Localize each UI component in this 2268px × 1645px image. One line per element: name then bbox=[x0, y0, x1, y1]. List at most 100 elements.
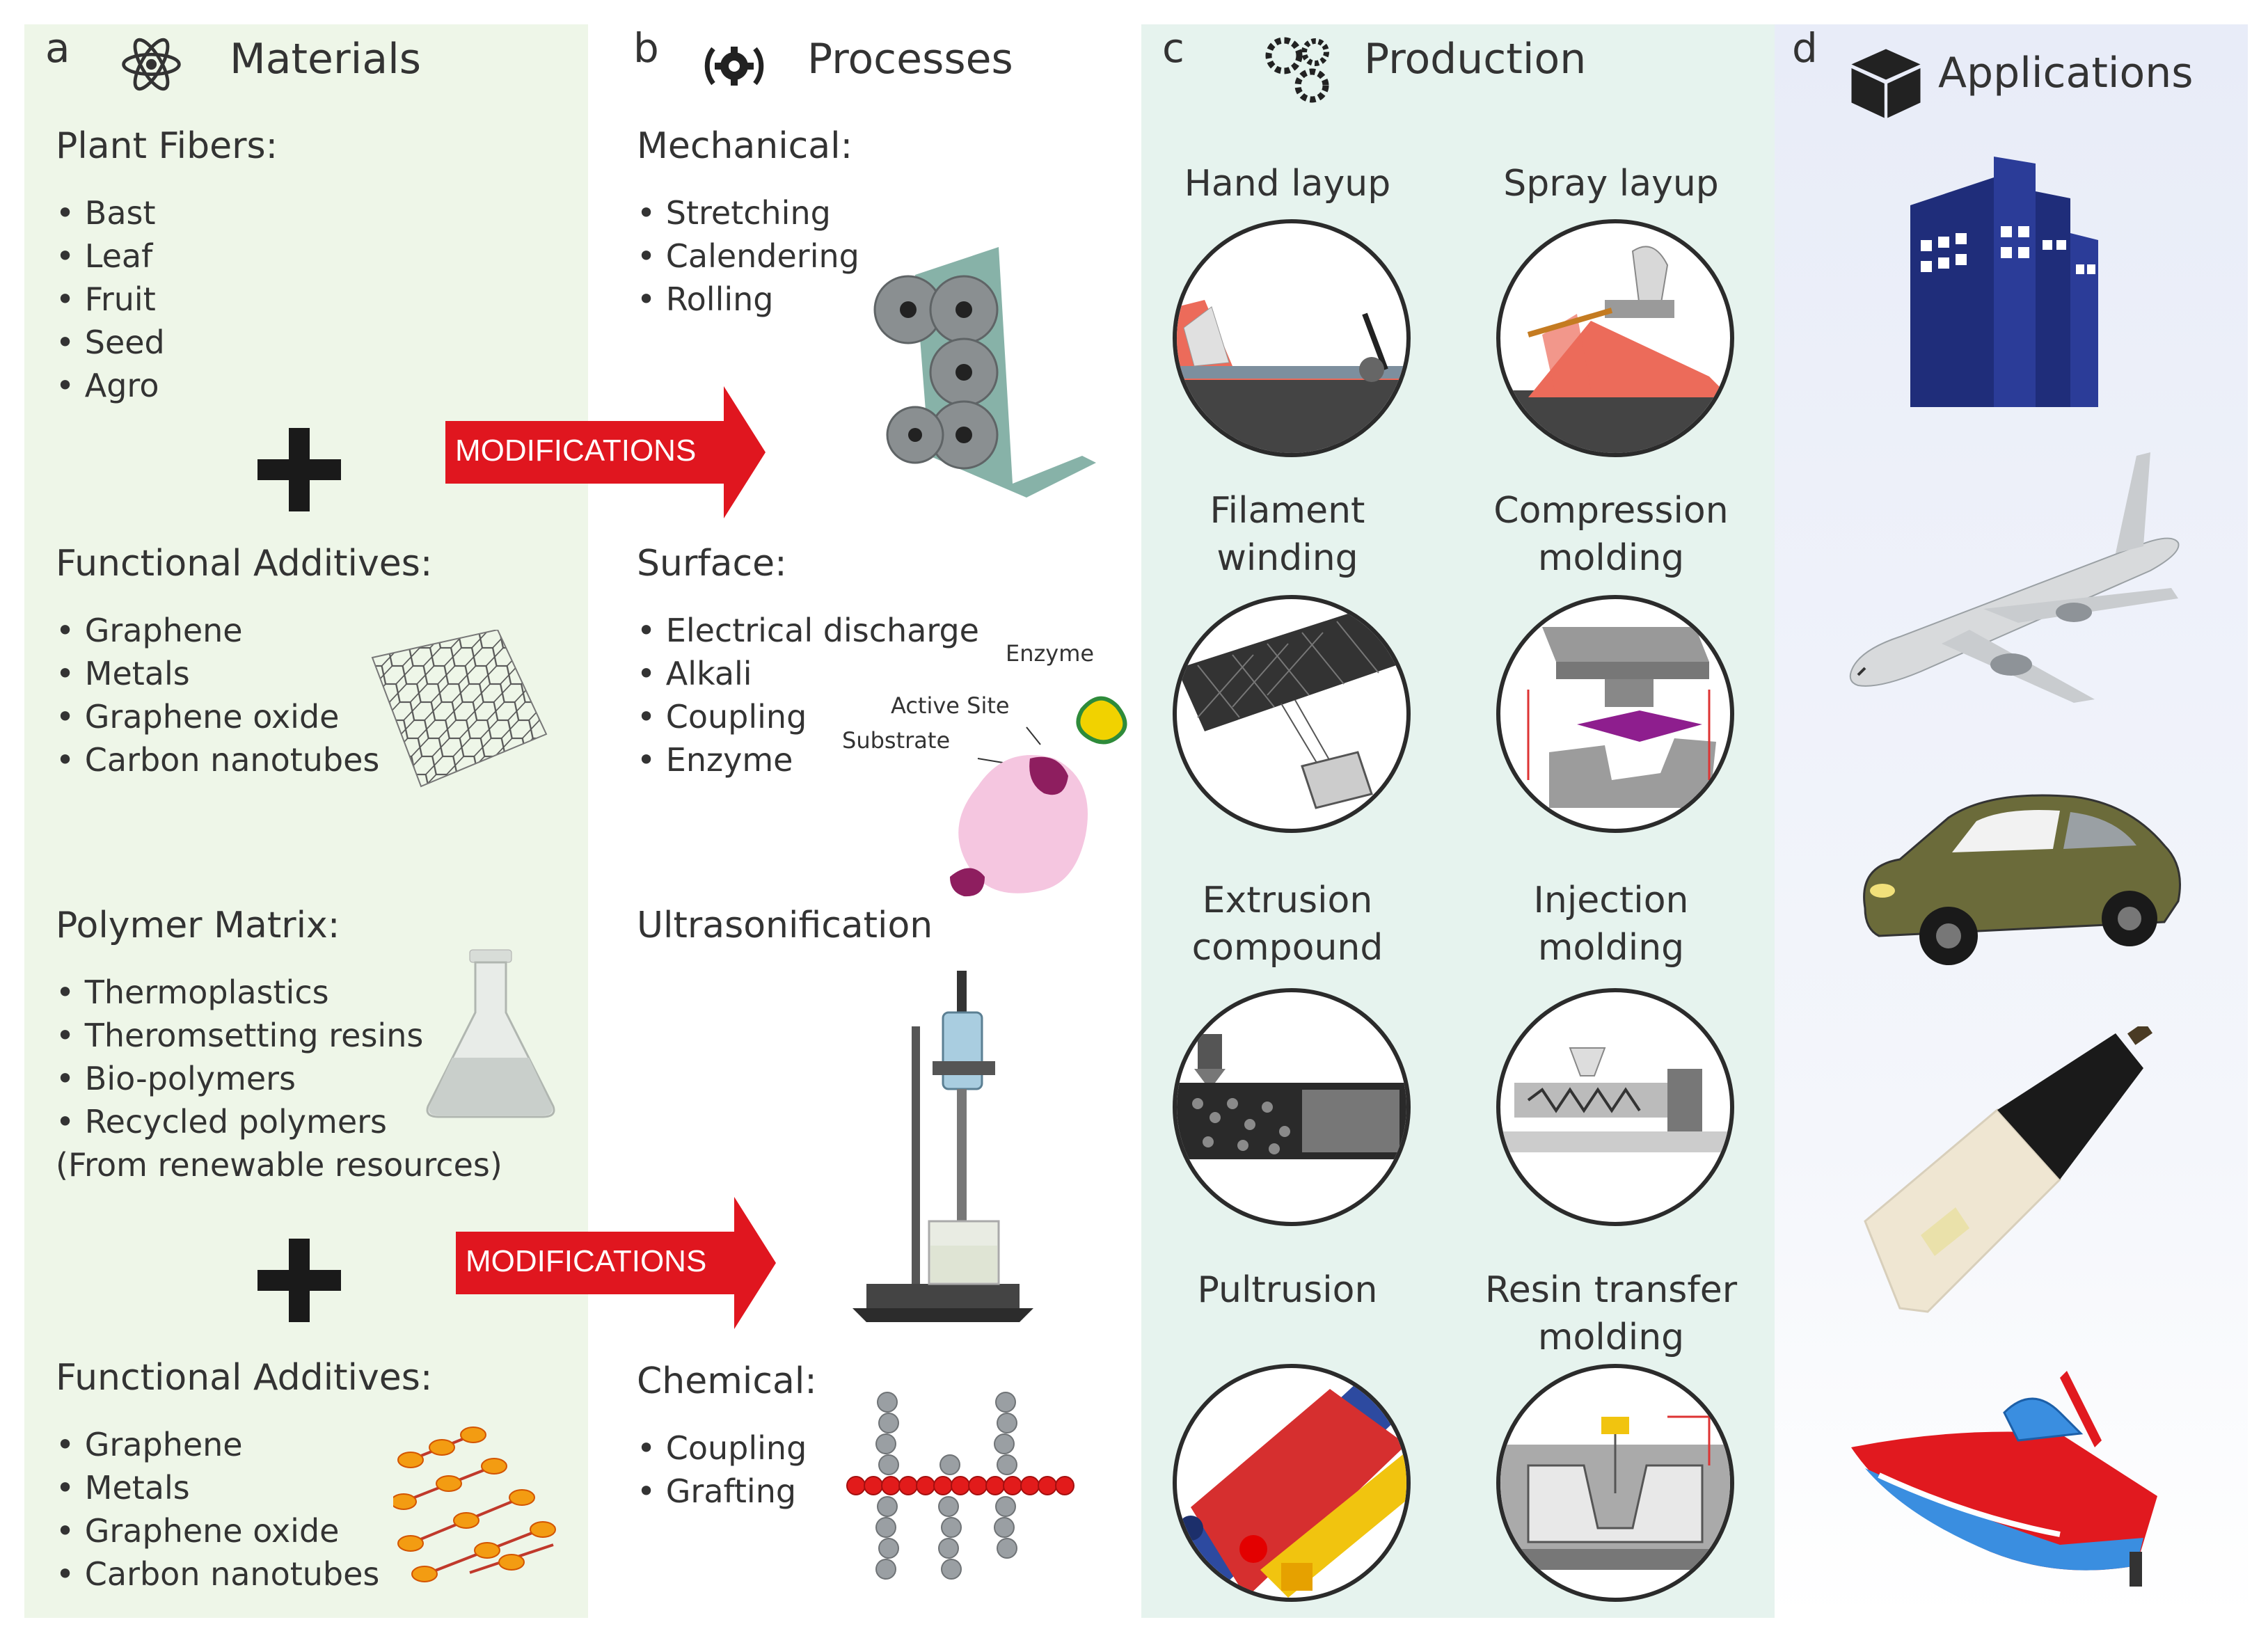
list-mechanical: • Stretching • Calendering • Rolling bbox=[637, 191, 859, 321]
building-icon bbox=[1910, 157, 2098, 407]
spray-layup-illustration bbox=[1496, 219, 1734, 457]
list-item: • Stretching bbox=[637, 194, 831, 232]
compression-molding-illustration bbox=[1496, 595, 1734, 833]
label-substrate: Substrate bbox=[842, 727, 951, 754]
ultrasonicator-icon bbox=[853, 971, 1033, 1322]
modifications-arrow-1: MODIFICATIONS bbox=[445, 386, 766, 518]
spray-gun-icon bbox=[1500, 246, 1730, 453]
method-title-hand-layup: Hand layup bbox=[1184, 163, 1391, 205]
heading-functional-additives-1: Functional Additives: bbox=[56, 543, 433, 585]
hand-layup-icon bbox=[1177, 300, 1406, 453]
list-item: • Thermoplastics bbox=[56, 974, 329, 1011]
panel-title-processes: Processes bbox=[807, 35, 1013, 84]
airplane-icon bbox=[1849, 452, 2180, 703]
box-icon bbox=[1851, 49, 1921, 118]
atom-icon bbox=[122, 38, 181, 91]
method-title-filament-winding: Filament winding bbox=[1210, 490, 1365, 579]
list-functional-additives-2: • Graphene • Metals • Graphene oxide • C… bbox=[56, 1423, 379, 1596]
rtm-mould-icon bbox=[1500, 1415, 1730, 1570]
method-title-compression-molding: Compression molding bbox=[1493, 490, 1729, 579]
list-item: • Grafting bbox=[637, 1472, 797, 1510]
panel-applications: d Applications bbox=[1775, 24, 2248, 1618]
plus-icon bbox=[257, 1239, 341, 1322]
list-item: • Fruit bbox=[56, 280, 156, 318]
heading-chemical: Chemical: bbox=[637, 1360, 817, 1402]
label-active-site: Active Site bbox=[891, 692, 1010, 719]
panel-letter-d: d bbox=[1792, 24, 1818, 72]
flask-icon bbox=[426, 949, 555, 1118]
extruder-icon bbox=[1177, 1034, 1406, 1159]
grafted-polymer-icon bbox=[846, 1392, 1074, 1580]
enzyme-substrate-icon bbox=[950, 696, 1127, 897]
panel-title-applications: Applications bbox=[1938, 49, 2194, 97]
panel-processes: b Processes Mechanical: • Stretching • C… bbox=[588, 24, 1141, 1618]
panel-title-production: Production bbox=[1364, 35, 1587, 84]
panel-letter-a: a bbox=[45, 24, 70, 72]
pultrusion-illustration bbox=[1173, 1364, 1411, 1602]
rollers-icon bbox=[873, 247, 1096, 498]
method-title-injection-molding: Injection molding bbox=[1533, 880, 1689, 969]
list-item: • Seed bbox=[56, 324, 165, 361]
heading-functional-additives-2: Functional Additives: bbox=[56, 1357, 433, 1399]
modifications-label: MODIFICATIONS bbox=[455, 434, 697, 468]
method-title-spray-layup: Spray layup bbox=[1503, 163, 1719, 205]
list-item: • Electrical discharge bbox=[637, 612, 979, 649]
injection-molding-illustration bbox=[1496, 988, 1734, 1226]
list-item: • Graphene bbox=[56, 612, 243, 649]
list-surface: • Electrical discharge • Alkali • Coupli… bbox=[637, 609, 979, 781]
list-item: • Recycled polymers bbox=[56, 1103, 387, 1141]
red-arrow-icon bbox=[445, 386, 766, 518]
method-title-pultrusion: Pultrusion bbox=[1197, 1269, 1378, 1311]
injection-molder-icon bbox=[1500, 1047, 1730, 1152]
list-plant-fibers: • Bast • Leaf • Fruit • Seed • Agro bbox=[56, 191, 165, 407]
list-item: • Coupling bbox=[637, 1429, 807, 1467]
modifications-label: MODIFICATIONS bbox=[466, 1244, 707, 1278]
list-item: • Carbon nanotubes bbox=[56, 741, 380, 779]
panel-production: c Production Hand layup Spray layup bbox=[1141, 24, 1775, 1618]
car-icon bbox=[1863, 794, 2181, 965]
plus-icon bbox=[257, 428, 341, 511]
list-chemical: • Coupling • Grafting bbox=[637, 1427, 807, 1513]
extrusion-compound-illustration bbox=[1173, 988, 1411, 1226]
press-icon bbox=[1527, 627, 1716, 808]
graphene-sheet-icon bbox=[371, 630, 548, 788]
heading-plant-fibers: Plant Fibers: bbox=[56, 125, 278, 167]
profiles-icon bbox=[1177, 1382, 1406, 1598]
nanotube-cluster-icon bbox=[393, 1427, 556, 1582]
gear-cycle-icon bbox=[704, 47, 764, 86]
cricket-bat-icon bbox=[1864, 1026, 2153, 1313]
list-item: • Rolling bbox=[637, 280, 774, 318]
method-title-resin-transfer-molding: Resin transfer molding bbox=[1484, 1269, 1738, 1358]
list-item: • Graphene oxide bbox=[56, 1512, 340, 1550]
boat-icon bbox=[1851, 1371, 2157, 1587]
list-item: • Metals bbox=[56, 1469, 190, 1507]
mandrel-icon bbox=[1177, 606, 1406, 809]
heading-mechanical: Mechanical: bbox=[637, 125, 853, 167]
hand-layup-illustration bbox=[1173, 219, 1411, 457]
panel-letter-c: c bbox=[1162, 24, 1184, 72]
filament-winding-illustration bbox=[1173, 595, 1411, 833]
list-functional-additives-1: • Graphene • Metals • Graphene oxide • C… bbox=[56, 609, 379, 781]
heading-polymer-matrix: Polymer Matrix: bbox=[56, 905, 340, 946]
list-item: • Graphene oxide bbox=[56, 698, 340, 736]
list-polymer-matrix: • Thermoplastics • Theromsetting resins … bbox=[56, 971, 502, 1186]
list-item: • Carbon nanotubes bbox=[56, 1555, 380, 1593]
list-item: • Leaf bbox=[56, 237, 153, 275]
list-item: • Calendering bbox=[637, 237, 859, 275]
gears-icon bbox=[1265, 37, 1329, 103]
heading-ultrasonification: Ultrasonification bbox=[637, 905, 933, 946]
heading-surface: Surface: bbox=[637, 543, 787, 585]
panel-materials: a Materials Plant Fibers: • Bast • Leaf … bbox=[24, 24, 588, 1618]
list-item: • Coupling bbox=[637, 698, 807, 736]
list-item: • Metals bbox=[56, 655, 190, 692]
label-enzyme: Enzyme bbox=[1006, 640, 1095, 667]
panel-title-materials: Materials bbox=[230, 35, 422, 84]
list-item: (From renewable resources) bbox=[56, 1146, 502, 1184]
method-title-extrusion-compound: Extrusion compound bbox=[1191, 880, 1383, 969]
list-item: • Theromsetting resins bbox=[56, 1017, 424, 1054]
list-item: • Bast bbox=[56, 194, 156, 232]
resin-transfer-molding-illustration bbox=[1496, 1364, 1734, 1602]
list-item: • Alkali bbox=[637, 655, 752, 692]
list-item: • Graphene bbox=[56, 1426, 243, 1463]
modifications-arrow-2: MODIFICATIONS bbox=[456, 1197, 776, 1329]
